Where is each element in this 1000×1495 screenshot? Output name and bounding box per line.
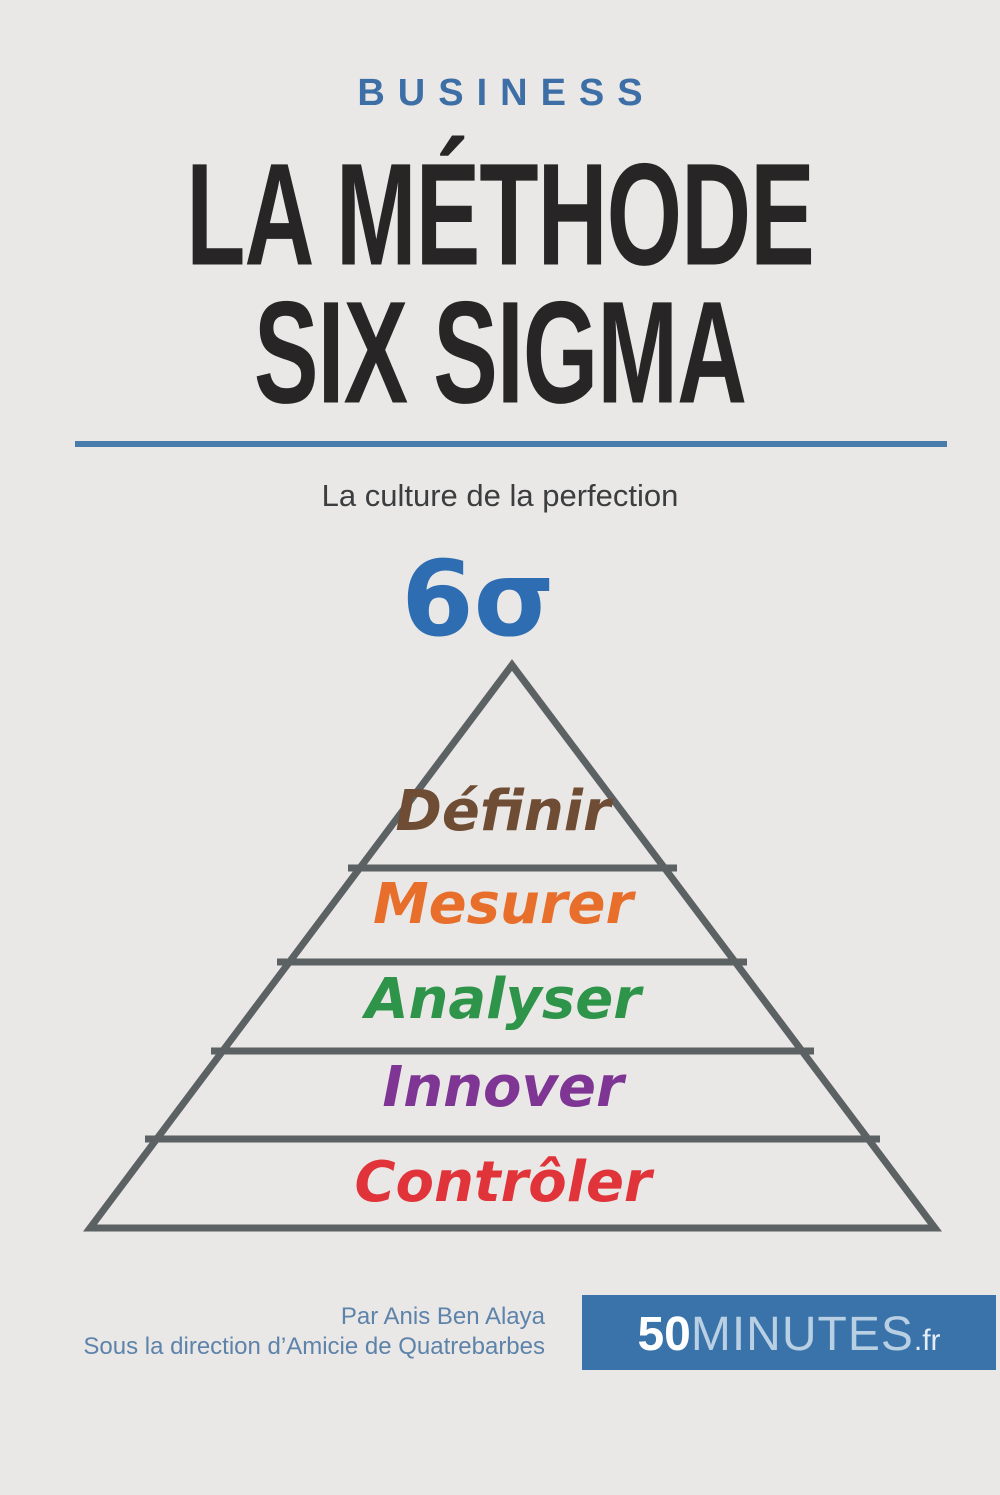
author-line-2: Sous la direction d’Amicie de Quatrebarb… <box>83 1333 545 1360</box>
logo-suffix: .fr <box>913 1324 941 1357</box>
title-divider-rule <box>75 441 947 447</box>
category-label: BUSINESS <box>357 72 656 114</box>
dmaic-pyramid-diagram: Définir Mesurer Analyser Innover Contrôl… <box>83 659 943 1232</box>
pyramid-level-definir: Définir <box>395 779 614 844</box>
pyramid-outline <box>83 659 943 1232</box>
pyramid-level-mesurer: Mesurer <box>373 872 637 937</box>
logo-middle: MINUTES <box>690 1308 914 1361</box>
title-line-2: SIX SIGMA <box>253 270 747 435</box>
title-line-1: LA MÉTHODE <box>186 132 815 296</box>
subtitle: La culture de la perfection <box>321 478 679 513</box>
six-sigma-symbol: 6σ <box>401 538 555 660</box>
page-title: LA MÉTHODE SIX SIGMA <box>0 132 1000 435</box>
pyramid-level-analyser: Analyser <box>361 967 644 1032</box>
logo-prefix: 50 <box>637 1308 691 1361</box>
pyramid-level-controler: Contrôler <box>354 1150 654 1215</box>
pyramid-level-innover: Innover <box>382 1055 627 1120</box>
author-credits: Par Anis Ben Alaya Sous la direction d’A… <box>83 1302 545 1362</box>
author-line-1: Par Anis Ben Alaya <box>340 1303 545 1330</box>
